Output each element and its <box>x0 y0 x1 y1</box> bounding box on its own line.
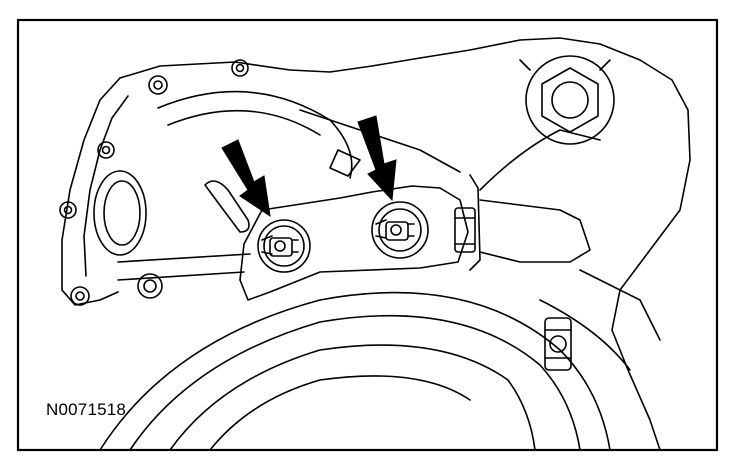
hex-bolt-top <box>525 55 615 145</box>
tensioner-bolt-right <box>371 201 429 259</box>
bolt-icon <box>148 75 168 95</box>
figure-border <box>16 18 719 452</box>
tensioner-bracket <box>239 185 469 301</box>
bolt-icon <box>544 317 572 371</box>
arrow-down-icon <box>357 115 397 202</box>
crankshaft-pulley <box>99 291 611 451</box>
bolt-icon <box>137 273 163 299</box>
bolt-icon <box>70 286 90 306</box>
figure-id-label: N0071518 <box>46 400 127 419</box>
bolt-icon <box>59 201 77 219</box>
bolt-icon <box>454 207 476 253</box>
tensioner-bolt-left <box>257 219 311 273</box>
bolt-icon <box>231 59 249 77</box>
oval-slot <box>93 170 147 256</box>
timing-cover-outline <box>119 37 691 451</box>
arrow-down-icon <box>221 139 271 218</box>
bolt-icon <box>97 141 115 159</box>
